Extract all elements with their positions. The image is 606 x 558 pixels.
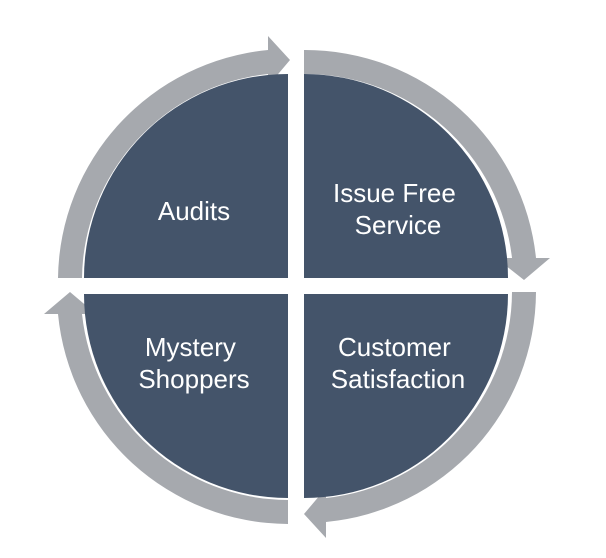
quadrant-bottom-left-line-1: Mystery (145, 332, 236, 362)
quadrant-top-right-line-1: Issue Free (333, 178, 456, 208)
arrow-bottom-right-icon (304, 292, 536, 538)
quadrant-bottom-left-label: Mystery Shoppers (138, 332, 249, 394)
quadrant-top-right-label: Issue Free Service (333, 178, 463, 240)
arrow-bottom-left-icon (44, 292, 288, 524)
quadrant-top-left-label: Audits (158, 196, 230, 226)
quadrant-bottom-left-line-2: Shoppers (138, 364, 249, 394)
cycle-labels: Audits Issue Free Service Customer Satis… (138, 178, 465, 394)
quadrant-bottom-right-line-1: Customer (338, 332, 451, 362)
arrow-top-right-icon (304, 49, 550, 281)
cycle-arrows (44, 36, 550, 538)
quadrant-bottom-left (84, 294, 288, 498)
cycle-quadrants (84, 74, 508, 498)
quadrant-top-right (304, 74, 508, 278)
quadrant-bottom-right-label: Customer Satisfaction (331, 332, 465, 394)
quadrant-bottom-right (304, 294, 508, 498)
quadrant-bottom-right-line-2: Satisfaction (331, 364, 465, 394)
quadrant-top-right-line-2: Service (355, 210, 442, 240)
arrow-top-left-icon (58, 36, 290, 278)
quadrant-top-left-line-1: Audits (158, 196, 230, 226)
quadrant-top-left (84, 74, 288, 278)
